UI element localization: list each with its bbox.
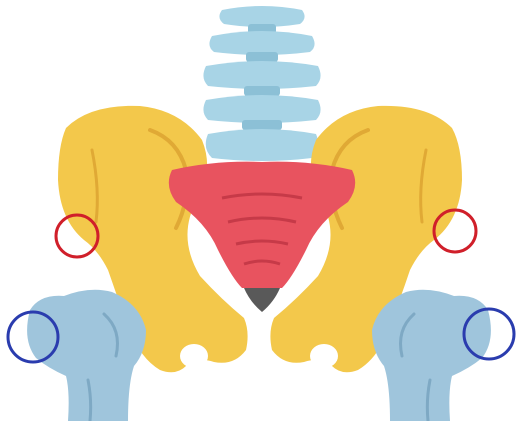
vertebra [209,31,314,62]
vertebra [219,6,304,34]
lumbar-vertebrae-icon [203,6,320,161]
right-femur-icon [372,290,491,421]
vertebra [203,61,320,96]
vertebra [203,95,320,130]
vertebra [206,129,319,161]
left-femur-icon [27,290,146,421]
